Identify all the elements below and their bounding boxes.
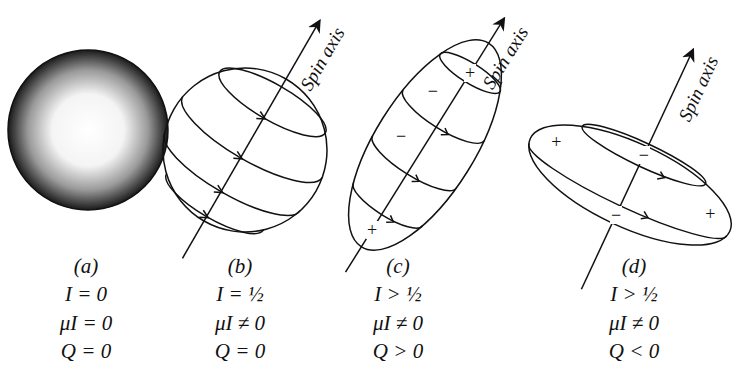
spin-value: I = ½ <box>216 282 263 306</box>
charge-sign: + <box>550 133 562 151</box>
panel-letter: (b) <box>228 254 253 278</box>
panel-letter: (c) <box>386 254 409 278</box>
quadrupole-moment: Q = 0 <box>61 339 111 363</box>
quadrupole-moment: Q < 0 <box>609 339 659 363</box>
magnetic-moment: μI ≠ 0 <box>215 311 265 335</box>
axis-label: Spin axis <box>674 53 723 125</box>
spin-value: I = 0 <box>65 282 107 306</box>
magnetic-moment: μI ≠ 0 <box>609 311 659 335</box>
magnetic-moment: μI ≠ 0 <box>373 311 423 335</box>
spinning-sphere <box>111 0 391 299</box>
panel-letter: (d) <box>622 254 647 278</box>
panel-letter: (a) <box>74 254 99 278</box>
axis-label: Spin axis <box>478 23 533 93</box>
charge-sign: − <box>395 127 407 145</box>
charge-sign: − <box>427 82 439 100</box>
spin-value: I > ½ <box>374 282 421 306</box>
charge-sign: − <box>610 206 622 224</box>
charge-sign: + <box>366 221 378 239</box>
spherical-nucleus <box>8 50 168 210</box>
charge-sign: + <box>704 205 716 223</box>
spin-value: I > ½ <box>610 282 657 306</box>
charge-sign: + <box>464 64 476 82</box>
quadrupole-moment: Q > 0 <box>373 339 423 363</box>
charge-sign: − <box>638 146 650 164</box>
quadrupole-moment: Q = 0 <box>215 339 265 363</box>
magnetic-moment: μI = 0 <box>60 311 113 335</box>
axis-label: Spin axis <box>296 23 349 94</box>
